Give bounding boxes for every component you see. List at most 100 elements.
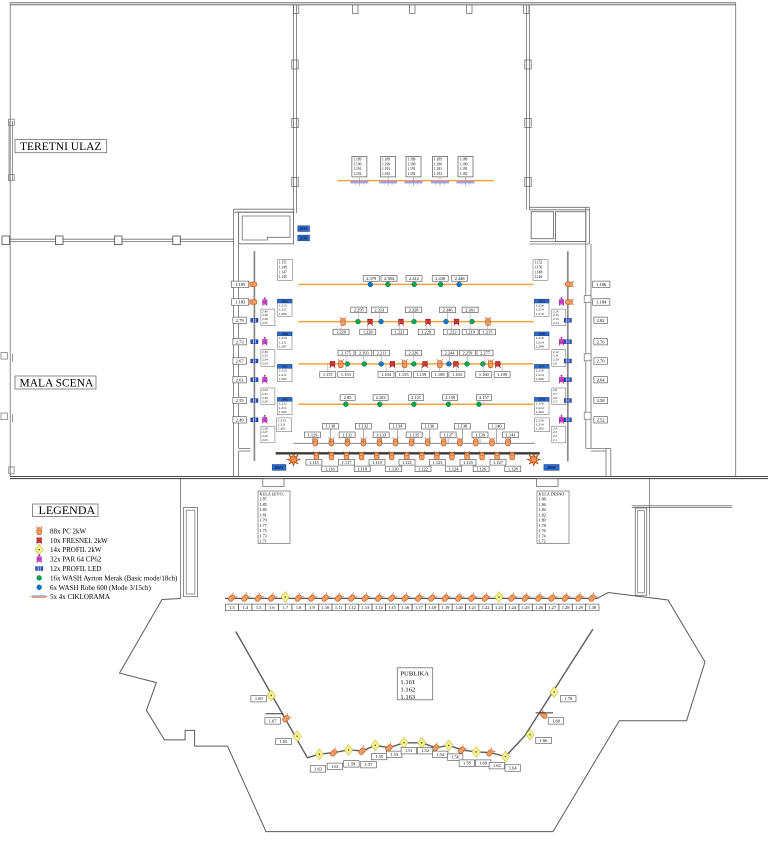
svg-text:2.39: 2.39 [262,313,268,317]
svg-text:1.192: 1.192 [353,172,361,176]
svg-text:207D: 207D [538,398,546,402]
svg-text:1.203: 1.203 [279,410,287,414]
svg-text:2.313: 2.313 [374,307,385,312]
svg-text:1.133: 1.133 [376,432,387,437]
svg-text:1.206: 1.206 [536,377,544,381]
svg-text:2.2: 2.2 [553,434,557,438]
svg-text:2.328: 2.328 [409,307,420,312]
svg-text:1.192: 1.192 [407,172,415,176]
svg-text:206D: 206D [281,398,289,402]
svg-text:1.19: 1.19 [442,605,450,610]
svg-text:207C: 207C [538,365,545,369]
svg-text:2.346: 2.346 [443,307,454,312]
svg-text:1.213: 1.213 [279,303,287,307]
svg-text:1.208: 1.208 [536,345,544,349]
svg-text:1.125: 1.125 [463,460,474,465]
svg-text:1.12: 1.12 [348,605,356,610]
svg-text:1.153: 1.153 [341,372,352,377]
svg-text:1.213: 1.213 [279,402,287,406]
svg-text:2.38: 2.38 [262,317,268,321]
svg-text:1.21: 1.21 [468,605,476,610]
svg-text:1.220: 1.220 [336,330,347,335]
svg-text:12x PROFIL LED: 12x PROFIL LED [50,565,101,573]
svg-text:2.9: 2.9 [553,361,557,365]
svg-text:1.211: 1.211 [279,340,287,344]
svg-text:1.118: 1.118 [357,466,368,471]
svg-text:1.152: 1.152 [534,261,542,265]
svg-text:1.191: 1.191 [353,167,361,171]
svg-text:1.60: 1.60 [479,761,487,766]
svg-text:2.67: 2.67 [236,359,245,364]
svg-text:1.14: 1.14 [375,605,383,610]
svg-text:1.213: 1.213 [279,369,287,373]
svg-text:1.13: 1.13 [362,605,370,610]
svg-text:1.104: 1.104 [381,372,392,377]
svg-text:1.30: 1.30 [589,605,597,610]
svg-text:1.56: 1.56 [451,755,459,760]
svg-text:MALA SCENA: MALA SCENA [20,377,94,389]
svg-text:2.211: 2.211 [377,351,387,356]
svg-text:5x 4x CIKLORAMA: 5x 4x CIKLORAMA [50,593,110,601]
svg-text:1.81: 1.81 [260,512,267,517]
svg-text:2.36: 2.36 [262,350,268,354]
svg-text:1.25: 1.25 [522,605,530,610]
svg-text:2.29: 2.29 [262,400,268,404]
svg-text:1.209: 1.209 [279,312,287,316]
svg-text:1.214: 1.214 [536,406,544,410]
svg-text:1.55: 1.55 [375,754,383,759]
svg-text:1.140: 1.140 [492,424,503,429]
svg-text:1.17: 1.17 [415,605,423,610]
svg-text:1.155: 1.155 [399,372,410,377]
svg-text:2.11: 2.11 [553,354,559,358]
svg-text:2.79: 2.79 [236,318,245,323]
svg-text:1.146: 1.146 [534,275,542,279]
svg-text:1.126: 1.126 [476,466,487,471]
svg-text:1.137: 1.137 [443,432,454,437]
svg-text:1.52: 1.52 [421,748,429,753]
svg-text:1.161: 1.161 [400,679,415,686]
svg-text:1.63: 1.63 [314,766,322,771]
svg-text:1.222: 1.222 [447,330,457,335]
svg-text:1.74: 1.74 [539,533,546,538]
svg-text:2.6: 2.6 [553,396,557,400]
svg-text:1.28: 1.28 [562,605,570,610]
svg-text:206W: 206W [274,466,284,470]
svg-text:2.58: 2.58 [597,398,606,403]
svg-text:1.207: 1.207 [279,345,287,349]
svg-text:1.216: 1.216 [536,303,544,307]
svg-text:1.16: 1.16 [402,605,410,610]
svg-text:1.70: 1.70 [564,696,572,701]
svg-text:1.191: 1.191 [382,167,390,171]
svg-text:2.85: 2.85 [344,395,352,400]
svg-text:1.129: 1.129 [308,432,319,437]
svg-text:1.214: 1.214 [536,308,544,312]
svg-text:1.6: 1.6 [269,605,275,610]
svg-text:1.148: 1.148 [534,270,542,274]
svg-text:2.4: 2.4 [553,426,557,430]
svg-text:1.139: 1.139 [475,432,486,437]
svg-text:2.361: 2.361 [465,307,475,312]
svg-text:1.108: 1.108 [435,372,446,377]
svg-text:1.157: 1.157 [323,372,334,377]
svg-text:1.189: 1.189 [353,157,361,161]
svg-text:1.192: 1.192 [434,172,442,176]
svg-text:1.191: 1.191 [407,167,415,171]
svg-text:2.13: 2.13 [553,321,559,325]
svg-text:1.124: 1.124 [449,466,460,471]
svg-text:1.67: 1.67 [269,718,277,723]
svg-text:1.134: 1.134 [392,424,403,429]
svg-text:203B: 203B [300,236,308,240]
svg-text:2.15: 2.15 [553,313,559,317]
svg-text:1.216: 1.216 [536,418,544,422]
svg-text:1.8: 1.8 [296,605,302,610]
svg-text:1.9: 1.9 [309,605,315,610]
svg-text:1.29: 1.29 [575,605,583,610]
svg-text:1.189: 1.189 [434,157,442,161]
svg-text:1.59: 1.59 [348,761,356,766]
svg-text:2.40: 2.40 [262,309,268,313]
svg-text:1.163: 1.163 [400,694,416,701]
svg-text:2.7: 2.7 [553,392,557,396]
svg-text:2.379: 2.379 [366,276,377,281]
svg-text:1.83: 1.83 [260,507,267,512]
svg-text:2.3: 2.3 [553,430,557,434]
